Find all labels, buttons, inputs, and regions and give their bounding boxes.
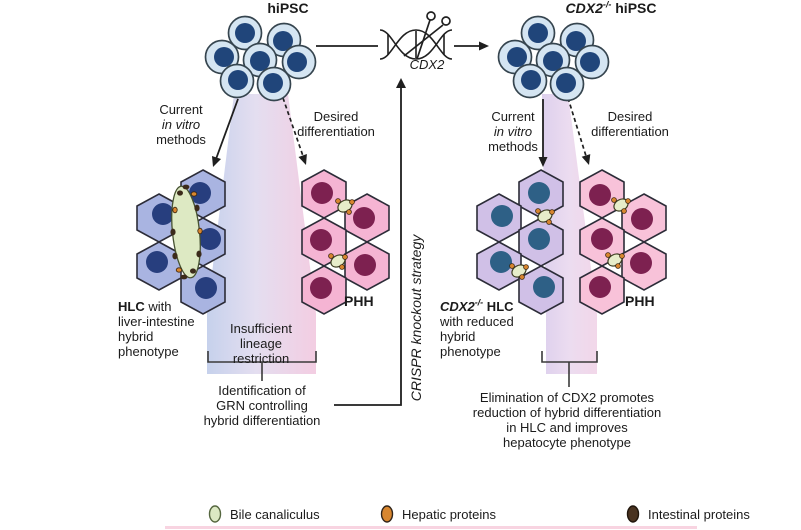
crispr-strategy-label: CRISPR knockout strategy	[408, 234, 424, 402]
funnel-left	[207, 94, 316, 374]
hepatic-protein-dots	[172, 191, 203, 273]
phh-cluster-left	[301, 169, 390, 315]
arrow-dna-to-ko	[454, 41, 489, 51]
arrow-desired-right	[567, 97, 591, 165]
legend-bile-canaliculus-label: Bile canaliculus	[230, 507, 320, 522]
intestinal-protein-dots	[170, 184, 202, 280]
funnel-caption-left: Insufficient lineage restriction	[230, 321, 292, 366]
hlc-label-right: CDX2-/- HLC with reduced hybrid phenotyp…	[440, 297, 514, 359]
desired-differentiation-right: Desired differentiation	[591, 109, 669, 139]
current-methods-left: Current in vitro methods	[156, 102, 206, 147]
phh-label-right: PHH	[625, 293, 655, 309]
outcome-caption-left: Identification of GRN controlling hybrid…	[203, 383, 321, 428]
legend-hepatic-proteins-label: Hepatic proteins	[402, 507, 496, 522]
hipsc-title: hiPSC	[267, 0, 309, 16]
arrow-desired-left	[282, 97, 307, 165]
bottom-edge-streak	[165, 526, 697, 529]
hlc-cluster-right	[476, 169, 564, 315]
desired-differentiation-left: Desired differentiation	[297, 109, 375, 139]
bile-canaliculus-ko-hlc	[509, 208, 555, 280]
arrow-crispr-feedback	[334, 78, 406, 406]
hipsc-cluster-left	[204, 15, 317, 102]
outcome-caption-right: Elimination of CDX2 promotes reduction o…	[472, 390, 662, 450]
phh-cluster-right	[579, 169, 667, 315]
dna-gene-label: CDX2	[409, 57, 445, 72]
hlc-label-left: HLC with liver-intestine hybrid phenotyp…	[118, 299, 195, 359]
hipsc-cluster-right	[497, 15, 610, 102]
bracket-left	[207, 351, 317, 381]
arrow-current-right	[538, 99, 548, 167]
cdx2-ko-hipsc-title: CDX2-/- hiPSC	[565, 0, 657, 16]
legend-intestinal-proteins-icon	[626, 505, 640, 523]
legend-hepatic-proteins-icon	[380, 505, 394, 523]
legend-intestinal-proteins-label: Intestinal proteins	[648, 507, 750, 522]
bracket-right	[541, 351, 598, 387]
phh-label-left: PHH	[344, 293, 374, 309]
bile-canaliculus-phh-right	[605, 197, 631, 269]
bile-canaliculus-phh-left	[328, 198, 355, 270]
current-methods-right: Current in vitro methods	[488, 109, 538, 154]
arrow-current-left	[212, 98, 239, 167]
legend-bile-canaliculus-icon	[208, 505, 222, 523]
dna-icon	[379, 29, 453, 60]
bile-canaliculus-hybrid	[170, 184, 203, 280]
scissors-icon	[403, 11, 451, 60]
